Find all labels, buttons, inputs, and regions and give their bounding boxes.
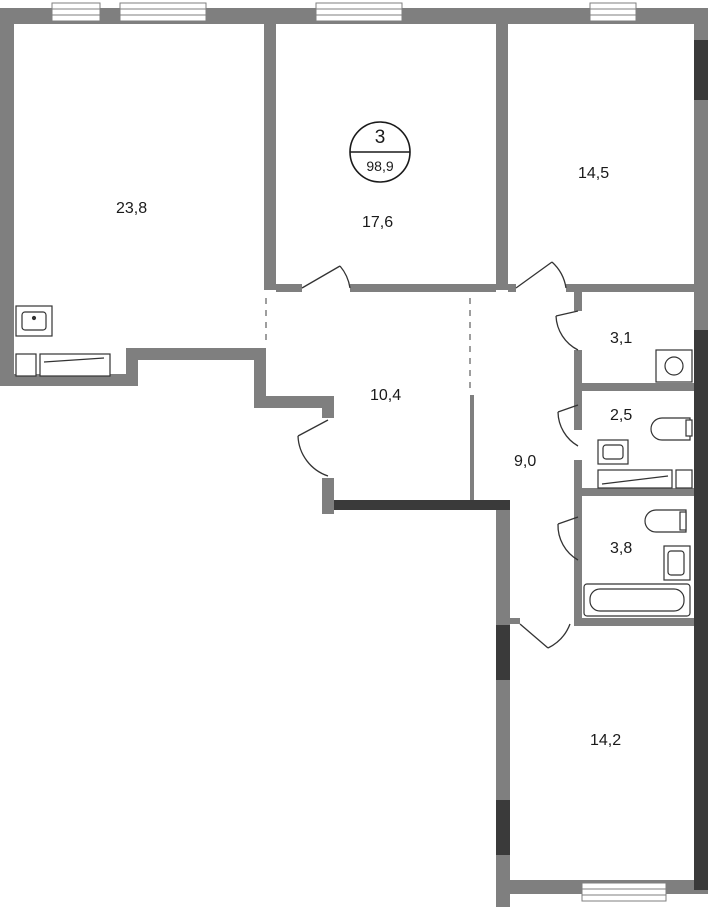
room-area-storage: 3,1 (610, 330, 632, 347)
room-area-hall: 10,4 (370, 387, 401, 404)
room-area-corridor: 9,0 (514, 453, 536, 470)
room-labels: 23,8 17,6 14,5 10,4 9,0 3,1 2,5 3,8 14,2 (116, 165, 632, 749)
rooms-count: 3 (375, 127, 386, 148)
room-area-living-room: 23,8 (116, 200, 147, 217)
room-area-bedroom-right: 14,5 (578, 165, 609, 182)
interior-walls (264, 24, 694, 626)
room-area-bedroom-center: 17,6 (362, 214, 393, 231)
apartment-badge: 3 98,9 (349, 121, 411, 183)
dark-walls (264, 40, 708, 890)
total-area: 98,9 (366, 158, 393, 174)
room-area-bathroom: 3,8 (610, 540, 632, 557)
room-area-bedroom-bottom: 14,2 (590, 732, 621, 749)
windows (51, 2, 667, 902)
room-area-toilet: 2,5 (610, 407, 632, 424)
fixtures (15, 305, 693, 617)
doors (297, 261, 579, 649)
zone-separators (265, 298, 471, 392)
window-lines (52, 8, 666, 896)
